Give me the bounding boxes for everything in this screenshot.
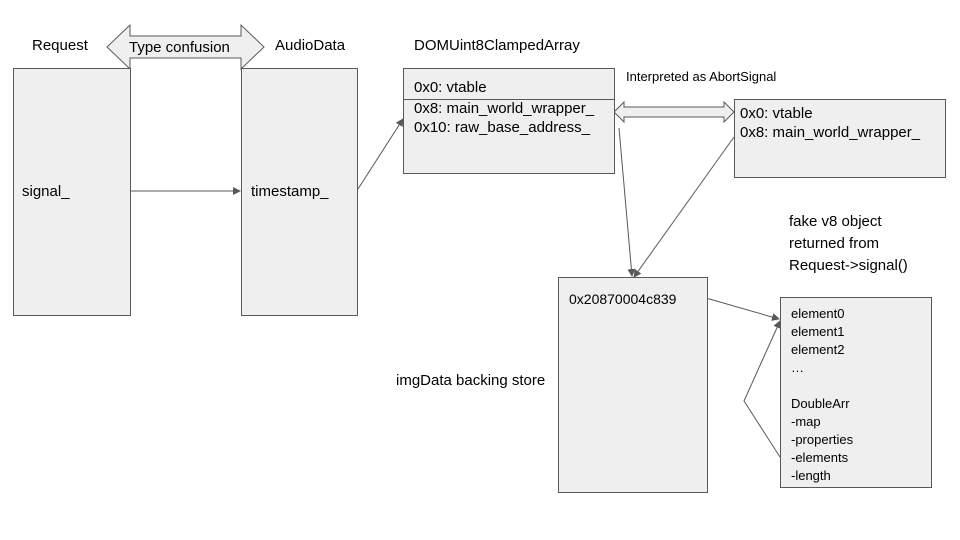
address-to-fake-array-arrow (705, 297, 780, 321)
fake-note-line-3: Request->signal() (789, 257, 908, 274)
abort-signal-box: 0x0: vtable 0x8: main_world_wrapper_ (734, 99, 946, 178)
wrapper-to-store-arrow (633, 136, 735, 278)
imgdata-store-label: imgData backing store (396, 372, 546, 389)
timestamp-to-array-arrow (357, 118, 404, 190)
dom-array-row-vtable: 0x0: vtable (414, 79, 487, 96)
fake-array-box: element0 element1 element2 … DoubleArr -… (780, 297, 932, 488)
backing-store-box: 0x20870004c839 (558, 277, 708, 493)
abort-signal-row-vtable: 0x0: vtable (740, 105, 813, 122)
type-confusion-label: Type confusion (129, 39, 230, 56)
backing-store-address: 0x20870004c839 (569, 291, 677, 307)
fake-array-row (791, 377, 853, 395)
abort-signal-row-wrapper: 0x8: main_world_wrapper_ (740, 124, 921, 141)
fake-array-rows: element0 element1 element2 … DoubleArr -… (791, 305, 853, 485)
fake-array-row: -properties (791, 432, 854, 447)
elements-loop-arrow (743, 320, 781, 458)
interpreted-as-double-arrow (613, 100, 735, 124)
audiodata-label: AudioData (275, 37, 346, 54)
raw-base-to-store-arrow (618, 127, 636, 277)
fake-array-row: -map (791, 414, 821, 429)
interpreted-as-label: Interpreted as AbortSignal (626, 69, 777, 84)
dom-array-row-wrapper: 0x8: main_world_wrapper_ (414, 100, 595, 117)
dom-array-divider (404, 99, 614, 100)
timestamp-field: timestamp_ (251, 183, 329, 200)
signal-field: signal_ (22, 183, 70, 200)
dom-array-label: DOMUint8ClampedArray (414, 37, 580, 54)
fake-array-row: … (791, 360, 804, 375)
fake-object-note: fake v8 object returned from Request->si… (789, 211, 908, 277)
fake-note-line-2: returned from (789, 235, 880, 252)
type-confusion-double-arrow (106, 23, 265, 71)
request-box: signal_ (13, 68, 131, 316)
fake-array-row: -elements (791, 450, 849, 465)
fake-array-row: element2 (791, 342, 845, 357)
fake-note-line-1: fake v8 object (789, 213, 882, 230)
request-label: Request (32, 37, 88, 54)
fake-array-row: element0 (791, 306, 845, 321)
dom-array-row-raw-base: 0x10: raw_base_address_ (414, 119, 590, 136)
fake-array-row: element1 (791, 324, 845, 339)
fake-array-row: -length (791, 468, 831, 483)
dom-array-box: 0x0: vtable 0x8: main_world_wrapper_ 0x1… (403, 68, 615, 174)
audiodata-box: timestamp_ (241, 68, 358, 316)
fake-array-row: DoubleArr (791, 396, 850, 411)
